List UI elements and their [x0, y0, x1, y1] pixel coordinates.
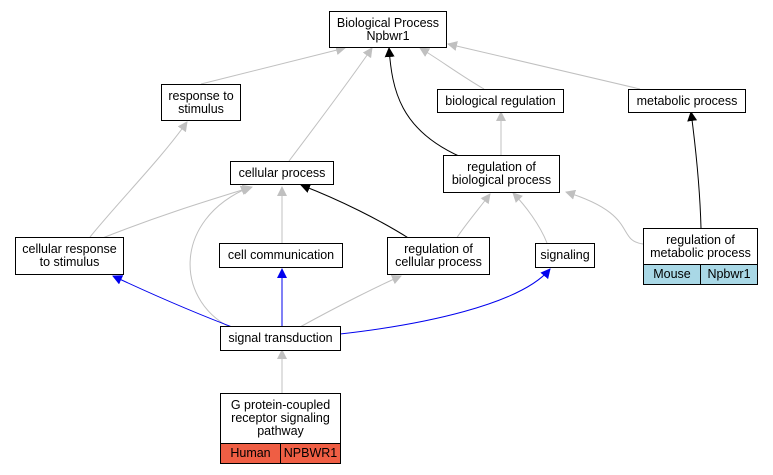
- annotation-row: Mouse Npbwr1: [644, 264, 757, 284]
- node-cellular-response-to-stimulus[interactable]: cellular response to stimulus: [15, 237, 124, 275]
- node-signaling[interactable]: signaling: [535, 243, 595, 268]
- node-label: regulation of metabolic process: [650, 232, 751, 260]
- annotation-row: Human NPBWR1: [221, 443, 340, 463]
- node-label: signaling: [540, 248, 590, 262]
- node-label: cellular response to stimulus: [22, 242, 117, 269]
- node-response-to-stimulus[interactable]: response to stimulus: [161, 84, 241, 121]
- node-label: cell communication: [227, 248, 335, 262]
- edge-signal-to-cellular: [189, 185, 251, 331]
- edge-regcell-to-regbio: [455, 193, 491, 240]
- edge-signaling-to-regbio: [512, 192, 548, 244]
- edge-cellular-to-root: [288, 47, 373, 162]
- node-label: response to stimulus: [168, 88, 234, 116]
- node-cellular-process[interactable]: cellular process: [230, 161, 334, 185]
- node-metabolic-process[interactable]: metabolic process: [628, 89, 746, 113]
- node-signal-transduction[interactable]: signal transduction: [220, 326, 341, 351]
- edge-signal-to-signaling: [339, 268, 551, 335]
- node-biological-regulation[interactable]: biological regulation: [437, 89, 564, 113]
- node-regulation-of-biological-process[interactable]: regulation of biological process: [443, 155, 560, 193]
- edge-bioreg-to-root: [419, 47, 485, 90]
- edge-metabolic-to-root: [447, 41, 641, 90]
- gene-cell: NPBWR1: [280, 444, 340, 463]
- edge-signal-to-regcell: [299, 274, 402, 328]
- edge-cellresp-to-cellular: [99, 184, 253, 240]
- node-label: metabolic process: [636, 93, 738, 108]
- node-label: G protein-coupled receptor signaling pat…: [230, 398, 331, 438]
- node-label: regulation of cellular process: [395, 242, 482, 269]
- node-label: biological regulation: [445, 93, 556, 108]
- node-biological-process-root[interactable]: Biological Process Npbwr1: [329, 11, 447, 48]
- species-cell: Mouse: [644, 265, 700, 284]
- edge-signal-to-cellresp: [112, 275, 241, 331]
- node-label: cellular process: [238, 165, 326, 180]
- node-gpcr-signaling-pathway[interactable]: G protein-coupled receptor signaling pat…: [220, 393, 341, 464]
- node-cell-communication[interactable]: cell communication: [219, 243, 343, 268]
- node-label: Biological Process Npbwr1: [336, 15, 440, 43]
- edge-regbio-to-root: [384, 47, 462, 158]
- node-regulation-of-metabolic-process[interactable]: regulation of metabolic process Mouse Np…: [643, 228, 758, 285]
- node-regulation-of-cellular-process[interactable]: regulation of cellular process: [387, 237, 490, 275]
- edge-response-to-root: [200, 45, 346, 85]
- node-label: signal transduction: [228, 331, 333, 345]
- species-cell: Human: [221, 444, 280, 463]
- gene-cell: Npbwr1: [700, 265, 757, 284]
- edge-regmeta-to-metabolic: [687, 111, 702, 229]
- edge-cellresp-to-response: [89, 121, 188, 238]
- edge-regmeta-to-regbio: [565, 189, 644, 245]
- edge-regcell-to-cellular: [300, 183, 411, 240]
- node-label: regulation of biological process: [451, 160, 552, 187]
